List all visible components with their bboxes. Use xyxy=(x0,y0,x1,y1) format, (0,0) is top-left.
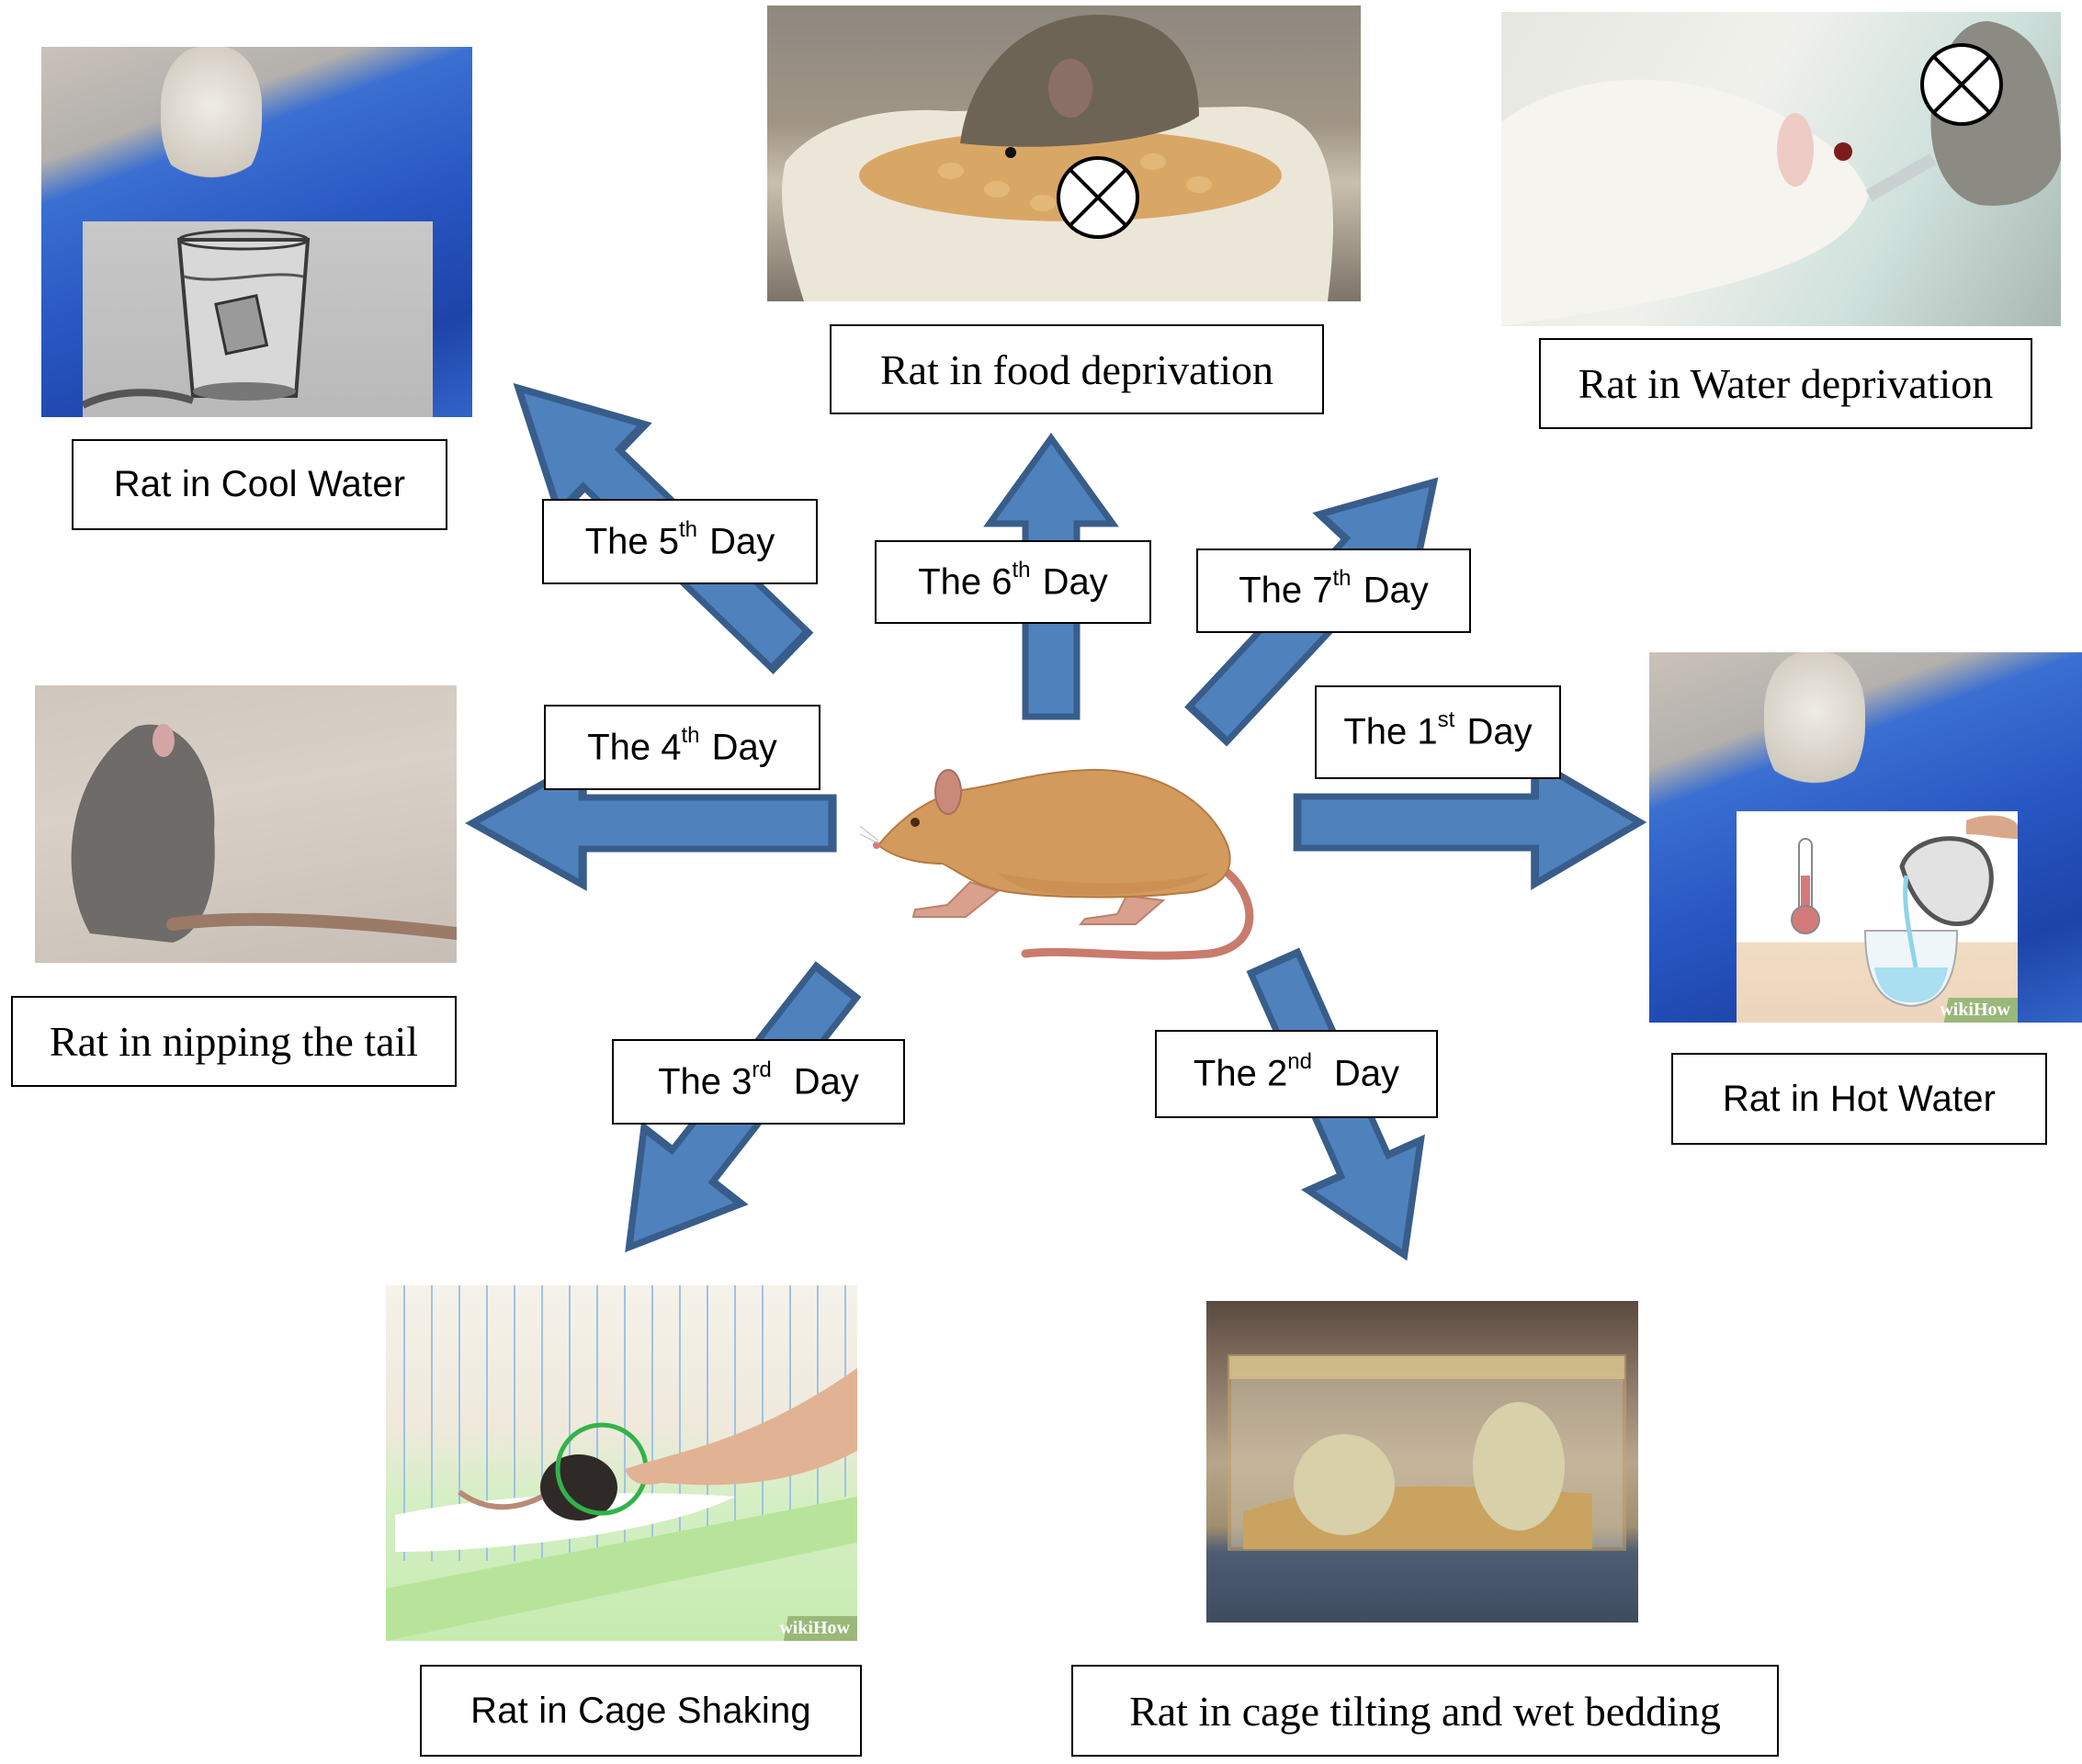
caption-day-3: Rat in Cage Shaking xyxy=(420,1665,862,1757)
mouse-eating-grain-photo xyxy=(767,6,1361,301)
rat-over-hot-water-photo: wikiHow xyxy=(1649,652,2082,1023)
day-label-text: The 1st Day xyxy=(1343,707,1533,752)
rat-shape xyxy=(1764,652,1865,799)
glass-of-ice-water-sketch xyxy=(81,221,433,417)
rat-drinking-water-bottle-photo xyxy=(1501,12,2061,326)
arrow-day-1-right xyxy=(1297,761,1640,884)
day-label-text: The 7th Day xyxy=(1239,566,1429,611)
caption-text: Rat in Hot Water xyxy=(1722,1078,1997,1119)
caption-day-4: Rat in nipping the tail xyxy=(11,996,457,1087)
caption-text: Rat in Cool Water xyxy=(113,464,406,504)
rat-illustration-icon xyxy=(860,768,1254,960)
crossed-circle-icon xyxy=(1057,156,1139,239)
kettle-pouring-hot-water-illustration: wikiHow xyxy=(1737,811,2018,1023)
day-label-7: The 7th Day xyxy=(1196,548,1471,633)
day-label-text: The 6th Day xyxy=(918,557,1108,603)
caption-text: Rat in food deprivation xyxy=(880,345,1273,393)
caption-day-2: Rat in cage tilting and wet bedding xyxy=(1071,1665,1779,1757)
rat-standing-tail-photo xyxy=(35,685,457,963)
caption-text: Rat in cage tilting and wet bedding xyxy=(1129,1687,1721,1735)
caption-day-7: Rat in Water deprivation xyxy=(1539,338,2032,429)
caption-day-5: Rat in Cool Water xyxy=(72,439,447,530)
day-label-text: The 4th Day xyxy=(587,722,777,768)
caption-text: Rat in Cage Shaking xyxy=(470,1690,811,1731)
day-label-text: The 5th Day xyxy=(584,516,775,562)
day-label-6: The 6th Day xyxy=(875,540,1151,624)
rat-shape xyxy=(161,47,262,194)
caption-text: Rat in Water deprivation xyxy=(1578,360,1994,407)
rat-over-cool-water-photo xyxy=(41,47,472,417)
caption-day-6: Rat in food deprivation xyxy=(830,324,1324,414)
crossed-circle-icon xyxy=(1920,43,2003,126)
caption-text: Rat in nipping the tail xyxy=(49,1018,419,1065)
hand-touching-rat-in-cage-illustration: wikiHow xyxy=(386,1285,857,1641)
day-label-5: The 5th Day xyxy=(542,499,818,584)
day-label-1: The 1st Day xyxy=(1315,685,1561,779)
watermark: wikiHow xyxy=(772,1616,857,1641)
watermark: wikiHow xyxy=(1932,998,2018,1023)
caption-day-1: Rat in Hot Water xyxy=(1671,1053,2047,1145)
day-label-4: The 4th Day xyxy=(544,705,820,790)
rats-in-tilted-cage-photo xyxy=(1206,1301,1638,1623)
